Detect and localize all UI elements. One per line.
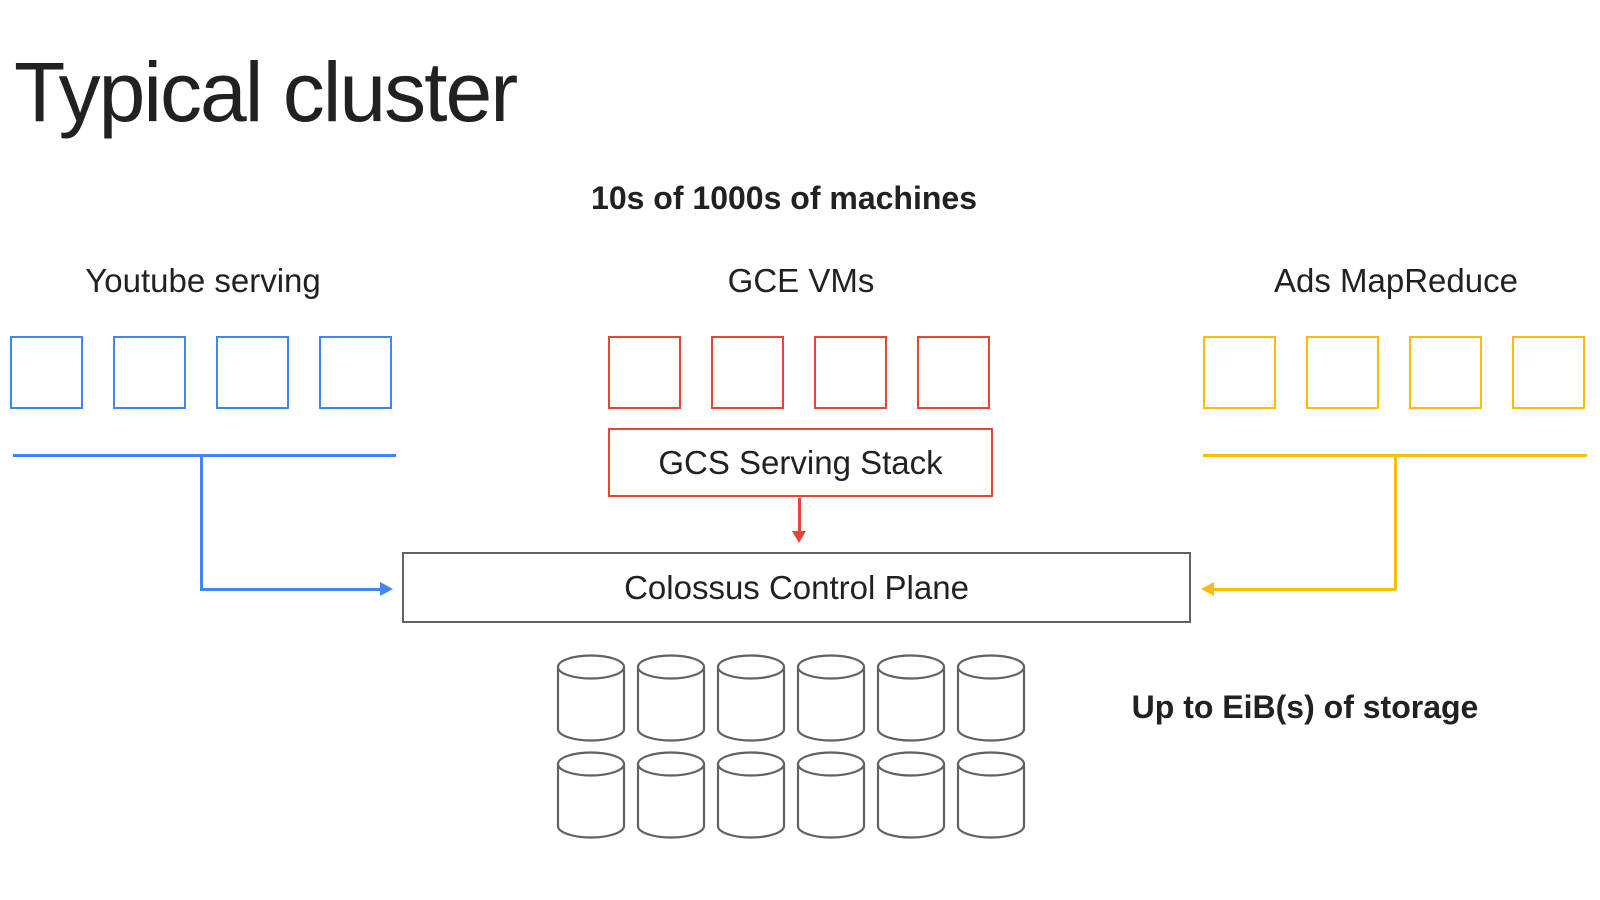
youtube-serving-label: Youtube serving	[85, 262, 321, 299]
storage-cylinder-icon	[556, 654, 626, 742]
youtube-arrow-line	[200, 588, 382, 591]
machine-square	[1203, 336, 1276, 409]
storage-cylinder-icon	[876, 654, 946, 742]
machine-square	[1409, 336, 1482, 409]
youtube-bus-line	[13, 454, 396, 457]
machine-square	[608, 336, 681, 409]
storage-cylinder-icon	[716, 654, 786, 742]
storage-cylinder-icon	[716, 751, 786, 839]
colossus-control-plane-label: Colossus Control Plane	[624, 568, 969, 606]
youtube-connector-line	[200, 454, 203, 590]
machine-square	[711, 336, 784, 409]
gcs-arrow-line	[798, 498, 801, 532]
machine-square	[10, 336, 83, 409]
youtube-machines-group	[10, 336, 392, 409]
ads-arrow-line	[1214, 588, 1396, 591]
ads-connector-line	[1394, 454, 1397, 590]
ads-mapreduce-label: Ads MapReduce	[1274, 262, 1518, 299]
storage-cylinder-icon	[956, 654, 1026, 742]
colossus-control-plane-box: Colossus Control Plane	[402, 552, 1191, 623]
storage-cylinder-icon	[876, 751, 946, 839]
gcs-arrowhead-icon	[792, 531, 806, 543]
machine-square	[917, 336, 990, 409]
storage-cylinder-icon	[636, 751, 706, 839]
storage-cylinder-row	[556, 750, 1026, 840]
machine-square	[1512, 336, 1585, 409]
machine-square	[319, 336, 392, 409]
storage-cylinder-icon	[636, 654, 706, 742]
youtube-arrowhead-icon	[380, 582, 393, 596]
storage-cylinder-icon	[796, 654, 866, 742]
slide-title: Typical cluster	[14, 45, 518, 139]
storage-cylinder-icon	[796, 751, 866, 839]
gce-machines-group	[608, 336, 990, 409]
gcs-serving-stack-label: GCS Serving Stack	[658, 443, 943, 481]
machines-caption: 10s of 1000s of machines	[591, 180, 977, 216]
gcs-serving-stack-box: GCS Serving Stack	[608, 428, 993, 497]
machine-square	[113, 336, 186, 409]
machine-square	[216, 336, 289, 409]
machine-square	[814, 336, 887, 409]
storage-capacity-caption: Up to EiB(s) of storage	[1131, 689, 1479, 725]
ads-machines-group	[1203, 336, 1585, 409]
gce-vms-label: GCE VMs	[727, 262, 875, 299]
storage-cylinder-row	[556, 653, 1026, 743]
machine-square	[1306, 336, 1379, 409]
storage-cylinder-icon	[556, 751, 626, 839]
storage-cylinder-icon	[956, 751, 1026, 839]
ads-arrowhead-icon	[1201, 582, 1214, 596]
